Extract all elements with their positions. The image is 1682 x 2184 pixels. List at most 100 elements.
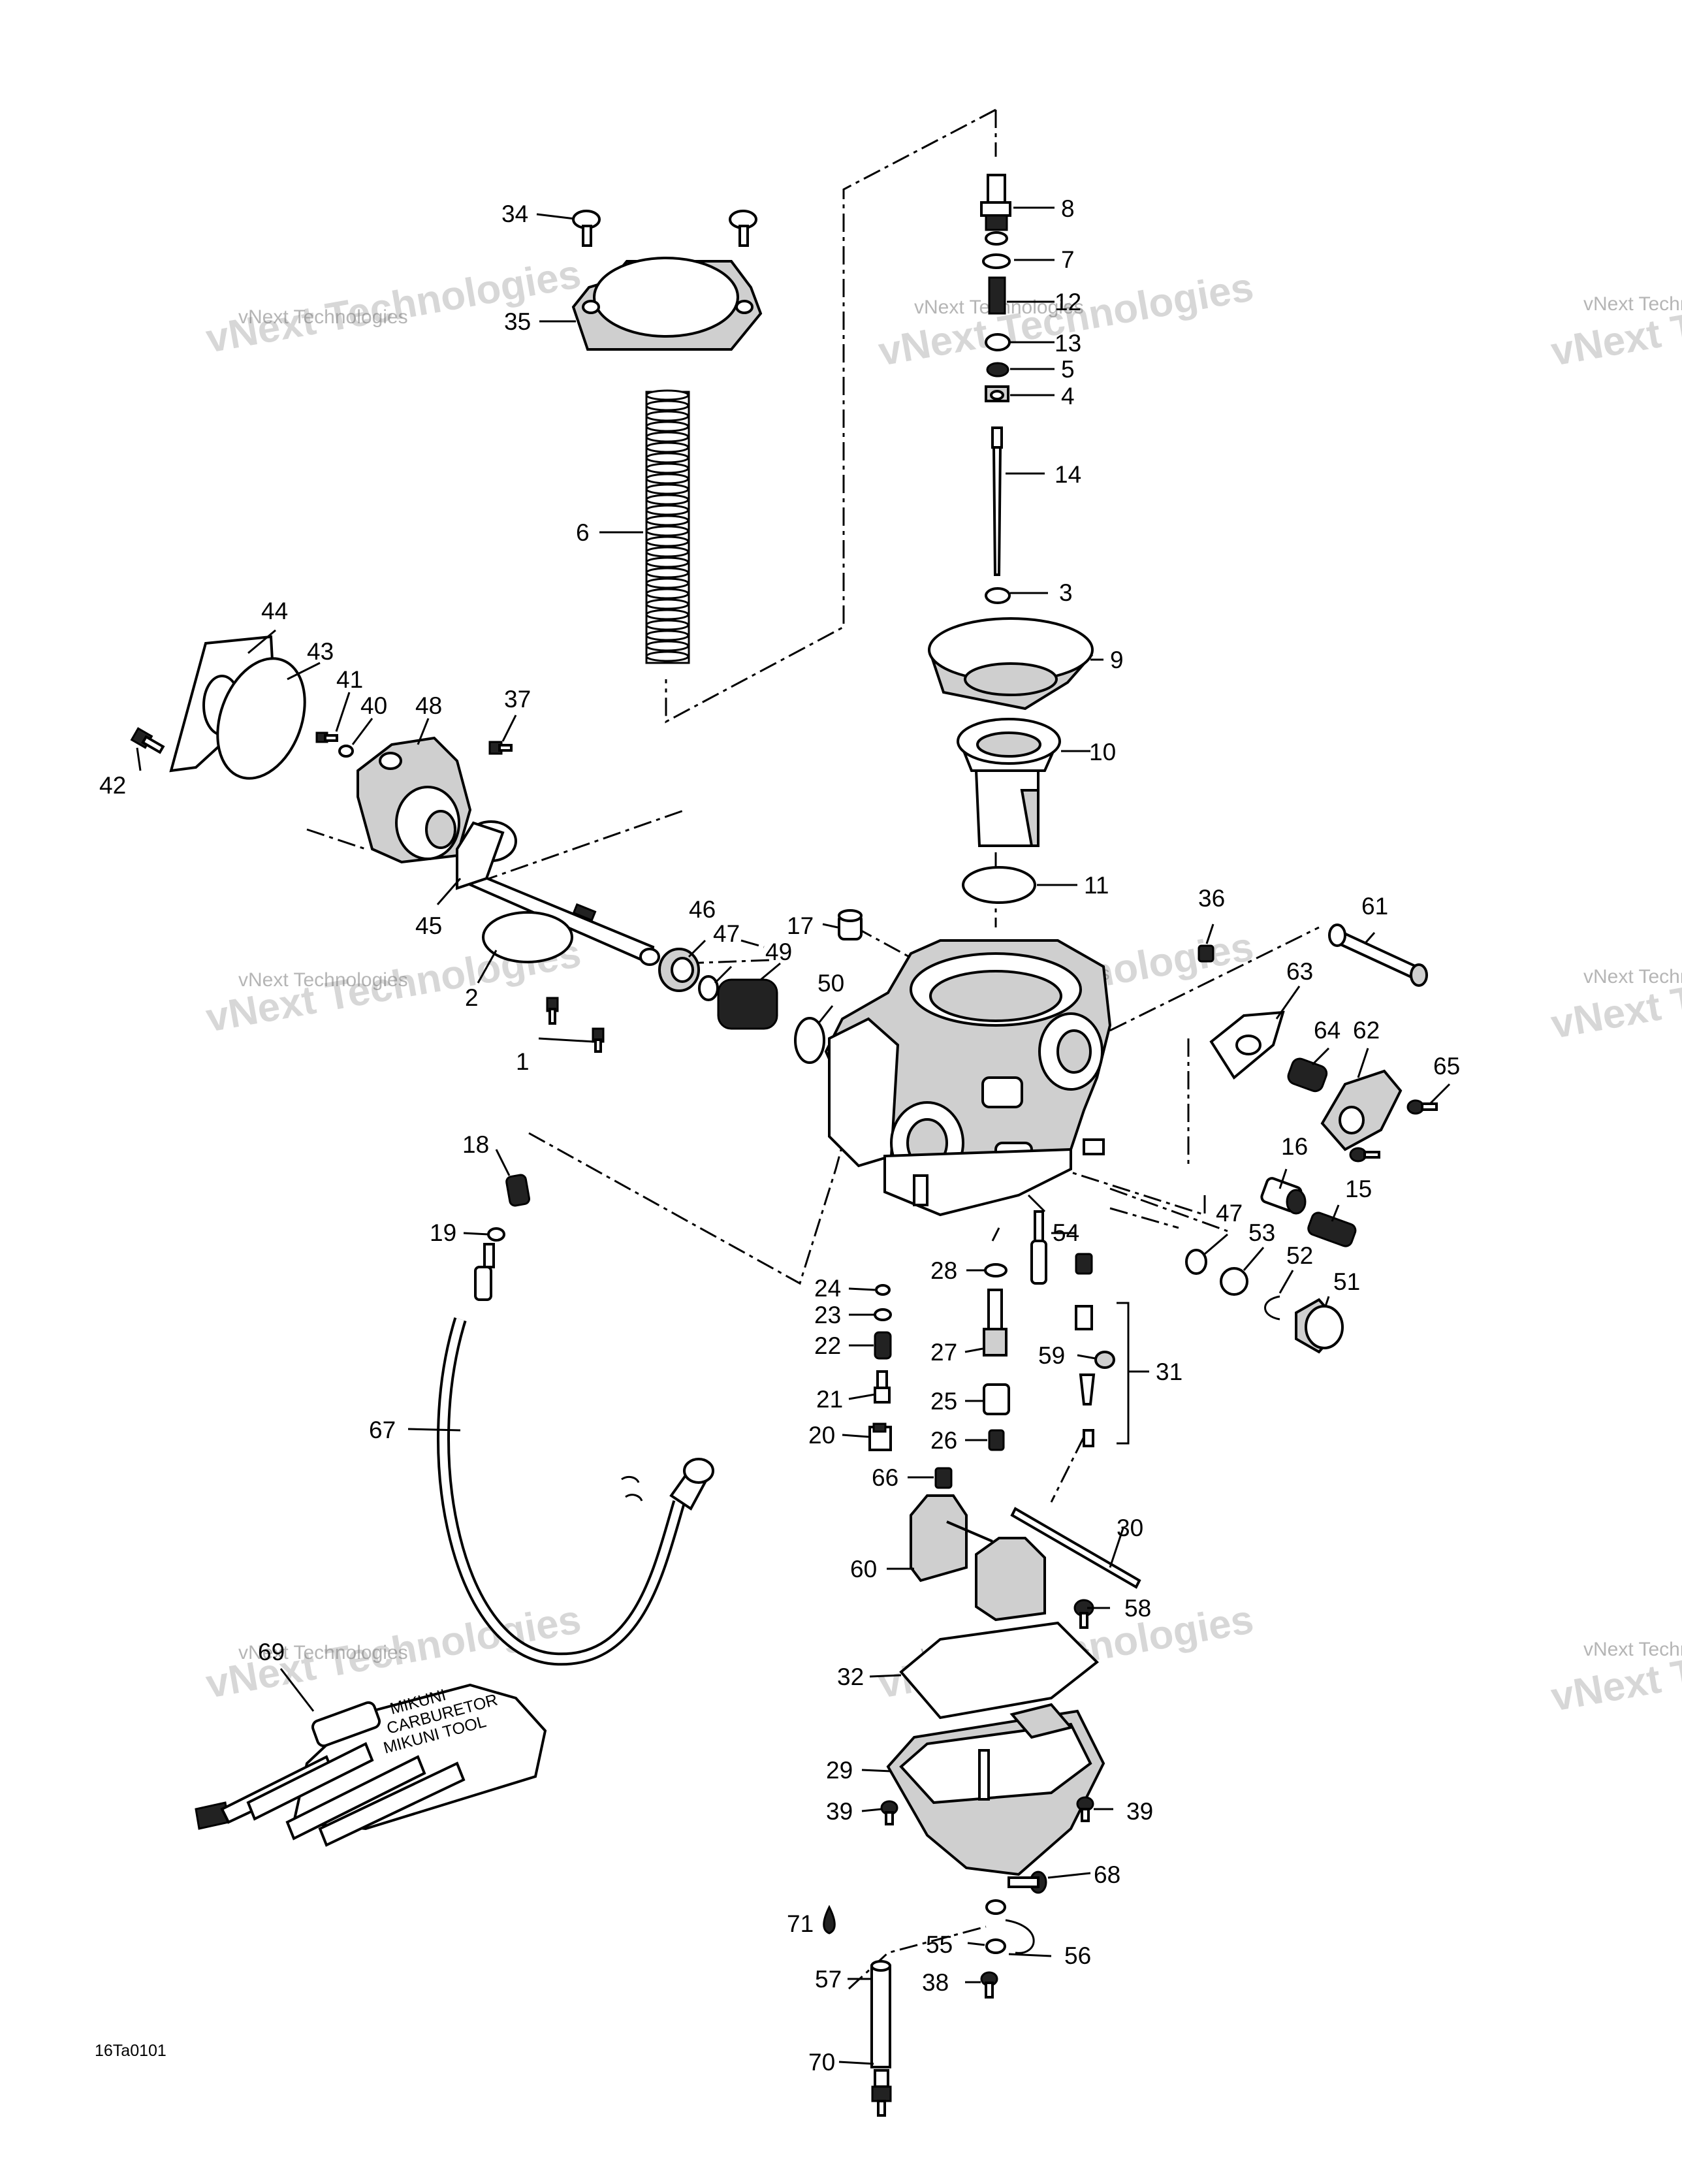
label-39-right: 39 [1126,1798,1153,1825]
watermark: vNext Technologies [238,306,408,328]
part-56-clip [1005,1919,1035,1954]
part-63-gasket [1209,1010,1285,1080]
label-30: 30 [1117,1515,1143,1541]
spring-coil [645,609,690,620]
spring-coil [645,556,690,568]
label-47-b: 47 [1216,1200,1243,1227]
spring-coil [645,577,690,589]
part-60-float [910,1494,1046,1622]
label-12: 12 [1055,289,1081,315]
part-48-housing [357,736,472,864]
label-27: 27 [930,1339,957,1366]
spring-coil [645,473,690,485]
part-21-screw [874,1370,891,1404]
part-18-spring [505,1174,530,1207]
spring-coil [645,546,690,558]
label-41: 41 [336,666,363,693]
watermark-shadow: vNext Technologies [1547,1610,1682,1720]
label-23: 23 [814,1302,841,1328]
part-25-holder [983,1383,1010,1415]
cable-clips [621,1475,643,1502]
part-54-needle-jet [1030,1210,1047,1285]
part-1-screws [546,997,605,1053]
label-48: 48 [415,692,442,719]
spring-coil [645,650,690,662]
part-32-gasket [899,1621,1100,1720]
carburetor-body [824,939,1112,1217]
label-62: 62 [1353,1017,1380,1044]
label-54: 54 [1053,1219,1079,1246]
part-46-bushing [658,948,700,992]
watermark-shadow: vNext Technologies [1547,265,1682,375]
label-55: 55 [926,1931,953,1958]
part-29-float-bowl [886,1703,1105,1876]
label-57: 57 [815,1966,842,1993]
watermark: vNext Technologies [238,1642,408,1663]
label-69: 69 [258,1639,285,1665]
part-28-o-ring [984,1263,1008,1277]
part-8-choke-knob [980,174,1011,246]
label-43: 43 [307,638,334,665]
part-30-pin [1010,1507,1141,1589]
label-50: 50 [817,970,844,997]
part-43-o-ring [216,657,306,780]
label-36: 36 [1198,885,1225,912]
label-31: 31 [1156,1358,1182,1385]
label-29: 29 [826,1757,853,1784]
part-51-cap [1295,1298,1344,1354]
label-19: 19 [430,1219,456,1246]
spring-coil [645,442,690,453]
part-34-screw [572,210,757,247]
part-52-clip [1264,1295,1280,1321]
part-10-slide [957,718,1061,847]
label-34: 34 [501,201,528,227]
spring-coil [645,567,690,579]
part-62-cover [1320,1069,1403,1151]
label-37: 37 [504,686,531,713]
part-20-jet [868,1422,892,1451]
part-15-spring [1307,1212,1357,1247]
part-40-washer [338,745,354,758]
label-2: 2 [465,984,479,1011]
label-70: 70 [808,2049,835,2076]
part-7-o-ring [982,253,1011,269]
spring-coil [645,452,690,464]
label-65: 65 [1433,1053,1460,1080]
part-38-screw [980,1971,998,1999]
part-23-washer [874,1308,892,1321]
part-17-plug [838,909,863,940]
spring-coil [645,389,690,401]
spring-coil [645,588,690,600]
spring-coil [645,515,690,526]
part-26-jet [988,1429,1005,1451]
spring-coil [645,483,690,495]
part-65-screw [1406,1099,1438,1115]
label-21: 21 [816,1386,843,1413]
label-63: 63 [1286,958,1313,985]
spring-coil [645,400,690,411]
spring-coil [645,421,690,432]
label-44: 44 [261,598,288,624]
label-10: 10 [1089,739,1116,765]
label-39-left: 39 [826,1798,853,1825]
label-67: 67 [369,1417,396,1443]
label-58: 58 [1124,1595,1151,1622]
label-53: 53 [1248,1219,1275,1246]
spring-coil [645,431,690,443]
label-6: 6 [576,519,590,546]
part-58-screw [1073,1599,1094,1629]
leader-lines [136,206,1451,2065]
label-40: 40 [360,692,387,719]
label-11: 11 [1084,872,1109,899]
spring-coil [645,619,690,631]
part-39-screw-left [880,1800,898,1825]
label-59: 59 [1038,1342,1065,1369]
part-11-o-ring [962,866,1036,904]
part-3-washer [985,587,1011,604]
spring-coil [645,598,690,610]
part-35-top-cover [571,257,763,351]
label-71: 71 [787,1910,814,1937]
part-37-screw [488,741,513,755]
label-13: 13 [1055,330,1081,357]
